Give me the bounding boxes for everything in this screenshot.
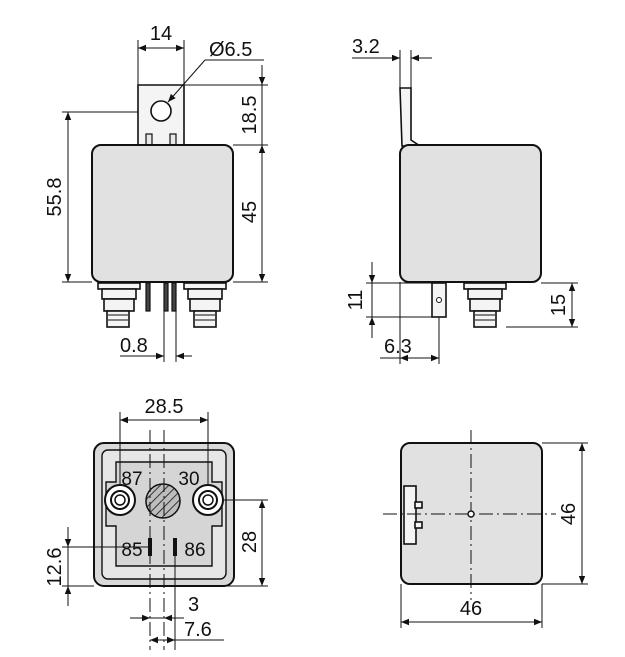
dim-tab-thickness: 3.2 [352,36,432,88]
dim-pin-gap-label: 3 [188,594,199,616]
stud-left [97,282,141,328]
dim-pin-gap: 3 [130,430,199,650]
dim-tab-width-label: 14 [150,23,172,45]
coil-pins [145,282,177,312]
dim-body-height-label: 45 [239,201,261,223]
hatched-plug [145,483,181,519]
dim-stud-vertical-label: 28 [239,531,261,553]
dim-pin-offset-label: 6.3 [384,336,412,358]
relay-body-side [399,144,542,283]
relay-body-front [91,144,234,283]
dim-pin-length: 11 [345,262,432,338]
bottom-stud-right [192,484,224,516]
dim-overall-height-label: 55.8 [44,178,66,217]
dim-tab-thickness-label: 3.2 [352,36,380,58]
terminal-85-label: 85 [121,540,142,561]
side-tab [399,87,423,147]
dim-stud-length-label: 15 [548,294,570,316]
dim-depth: 46 [542,442,588,585]
dim-hole: Ø6.5 [167,39,264,103]
dim-stud-spacing: 28.5 [119,396,209,485]
dim-width: 46 [400,584,543,628]
dim-stud-length: 15 [506,282,578,328]
coil-pin-85 [148,538,152,556]
center-mark [467,510,475,518]
dim-tab-width: 14 [137,23,185,85]
dim-pin-length-label: 11 [345,290,367,311]
dim-pin-span-label: 7.6 [184,619,212,641]
dim-hole-label: Ø6.5 [209,39,252,61]
dim-depth-label: 46 [558,503,580,525]
dim-body-height: 45 [233,145,268,283]
dim-pin-vertical-label: 12.6 [44,548,66,587]
dim-stud-vertical: 28 [177,499,268,587]
side-pin [431,282,447,318]
terminal-86-label: 86 [184,540,205,561]
side-view: 3.2 11 15 6.3 [345,36,578,364]
bottom-view: 87 30 85 86 28.5 28 12.6 [44,396,268,650]
dim-width-label: 46 [460,598,482,620]
terminal-87-label: 87 [121,469,142,490]
terminal-30-label: 30 [178,469,199,490]
side-stud [463,282,507,328]
top-view: 46 46 [383,430,588,628]
bottom-stud-left [104,484,136,516]
mounting-hole [150,100,172,122]
front-view: 14 Ø6.5 55.8 18.5 45 [44,23,268,362]
dim-tab-height: 18.5 [184,65,268,146]
dim-tab-height-label: 18.5 [239,96,261,135]
dim-stud-spacing-label: 28.5 [145,396,184,418]
top-tab [403,485,423,545]
dim-pin-offset: 6.3 [380,282,440,364]
dim-overall-height: 55.8 [44,111,138,283]
dim-pin-width: 0.8 [120,311,192,362]
stud-right [183,282,227,328]
dim-pin-vertical: 12.6 [44,527,148,606]
dim-pin-span: 7.6 [150,619,224,644]
coil-pin-86 [173,538,177,556]
dim-pin-width-label: 0.8 [120,335,148,357]
